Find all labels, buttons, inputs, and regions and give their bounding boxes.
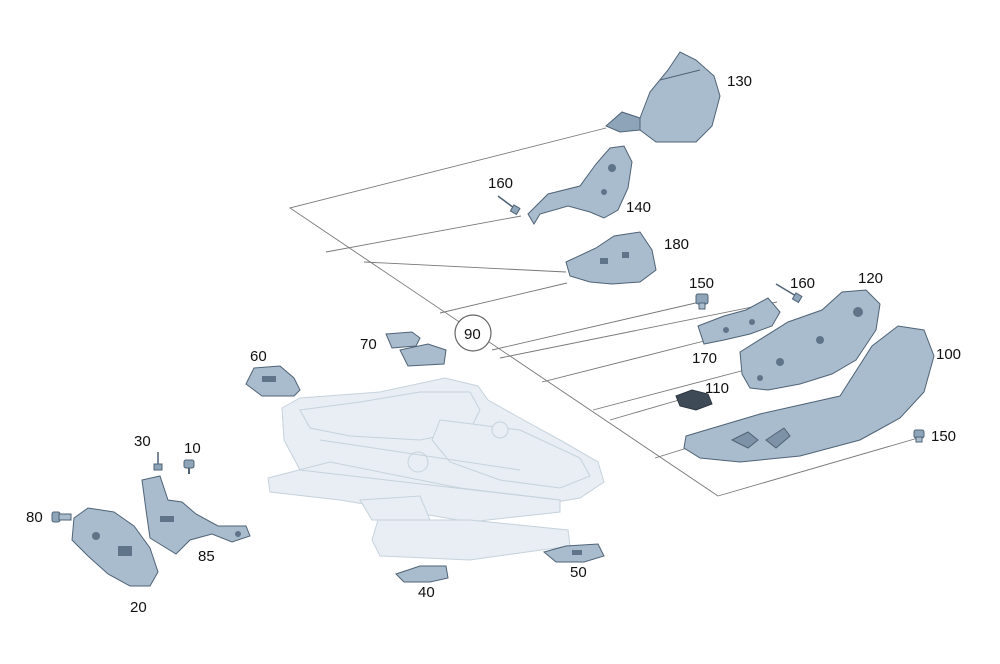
label-100: 100 — [936, 346, 961, 363]
part-10-screw — [183, 459, 195, 474]
label-90: 90 — [464, 326, 481, 343]
part-80-screw — [51, 511, 72, 523]
label-140: 140 — [626, 199, 651, 216]
label-120: 120 — [858, 270, 883, 287]
part-110-switch — [675, 389, 713, 411]
label-30: 30 — [134, 433, 151, 450]
part-150-bolt-lower — [913, 429, 925, 443]
label-85: 85 — [198, 548, 215, 565]
label-50: 50 — [570, 564, 587, 581]
label-60: 60 — [250, 348, 267, 365]
leader-lines — [288, 127, 919, 497]
part-180-mount — [565, 231, 657, 285]
label-70: 70 — [360, 336, 377, 353]
part-170-rail-bracket — [697, 297, 781, 345]
part-150-bolt-upper — [695, 293, 709, 310]
label-150: 150 — [931, 428, 956, 445]
label-170: 170 — [692, 350, 717, 367]
label-20: 20 — [130, 599, 147, 616]
part-160-screw-lower — [775, 283, 803, 304]
part-50-rail-end — [542, 543, 605, 563]
part-70-clip — [385, 331, 447, 367]
label-110: 110 — [705, 380, 729, 397]
callout-90-marker — [454, 314, 492, 352]
part-60-bracket — [245, 365, 301, 397]
seat-frame-assembly — [267, 377, 605, 561]
label-180: 180 — [664, 236, 689, 253]
part-85-mounting-bracket — [141, 475, 251, 555]
label-10: 10 — [184, 440, 201, 457]
callout-labels: 130 160 140 180 150 160 120 90 170 100 1… — [26, 73, 961, 616]
part-140-bracket — [527, 145, 633, 225]
label-40: 40 — [418, 584, 435, 601]
part-30-screw — [153, 452, 163, 471]
part-160-screw-upper — [497, 195, 521, 216]
part-100-side-trim — [683, 325, 935, 463]
part-40-rail-clip — [395, 565, 449, 583]
label-130: 130 — [727, 73, 752, 90]
label-80: 80 — [26, 509, 43, 526]
label-160: 160 — [488, 175, 513, 192]
part-120-side-frame — [739, 289, 881, 391]
label-160: 160 — [790, 275, 815, 292]
part-130-cover — [605, 51, 721, 143]
part-20-housing — [71, 507, 159, 587]
label-150: 150 — [689, 275, 714, 292]
